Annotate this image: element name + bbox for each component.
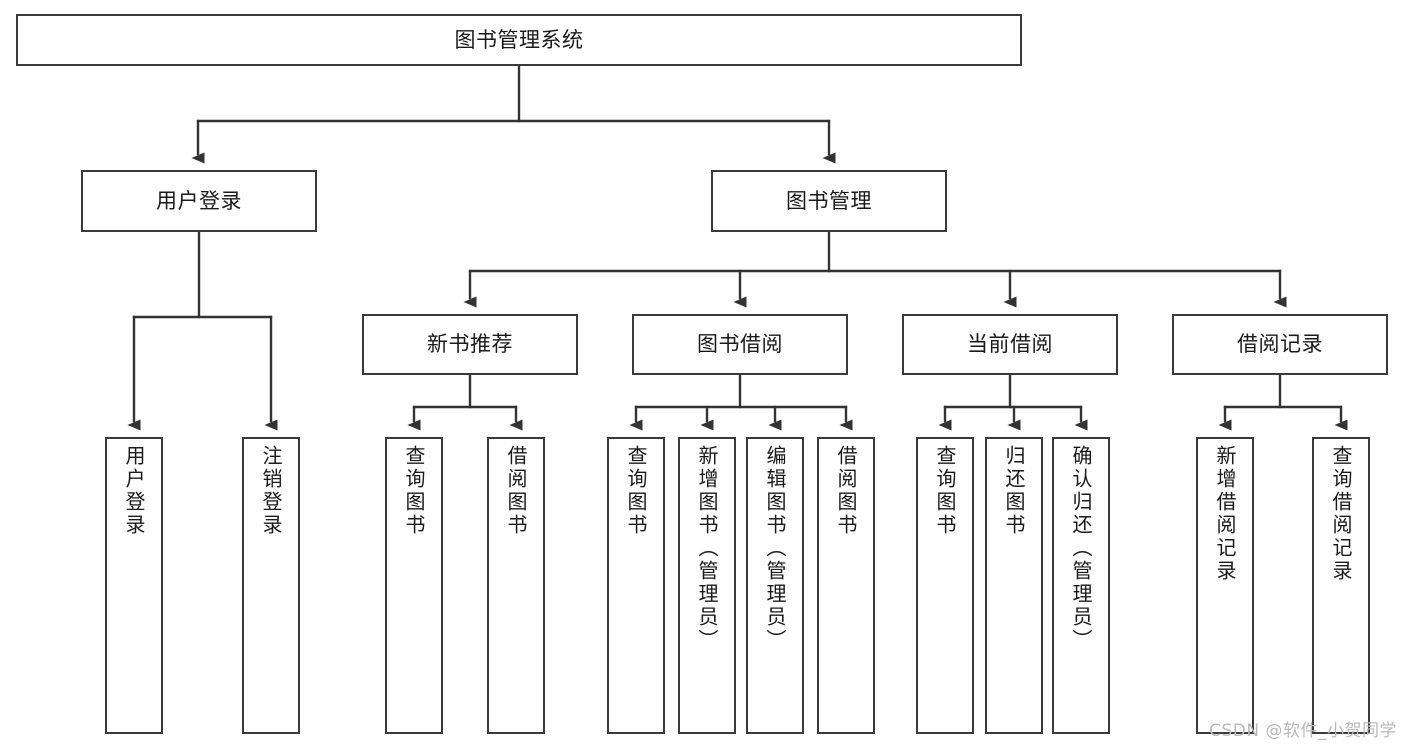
leaf-return-books-label: 归还图书 [1002, 445, 1026, 537]
node-borrow-records[interactable]: 借阅记录 [1172, 314, 1388, 375]
leaf-query-books-current-label: 查询图书 [933, 445, 957, 537]
node-book-management[interactable]: 图书管理 [711, 170, 947, 232]
node-root[interactable]: 图书管理系统 [16, 14, 1022, 66]
leaf-logout[interactable]: 注销登录 [242, 437, 300, 734]
node-new-book-recommend[interactable]: 新书推荐 [362, 314, 578, 375]
leaf-add-book-admin[interactable]: 新增图书（管理员） [678, 437, 736, 734]
leaf-query-books-recommend-label: 查询图书 [402, 445, 426, 537]
node-borrow-records-label: 借阅记录 [1237, 332, 1323, 357]
leaf-borrow-books-recommend-label: 借阅图书 [504, 445, 528, 537]
node-book-borrow-label: 图书借阅 [697, 332, 783, 357]
leaf-query-books-current[interactable]: 查询图书 [916, 437, 974, 734]
leaf-add-book-admin-label: 新增图书（管理员） [695, 445, 719, 652]
node-new-book-recommend-label: 新书推荐 [427, 332, 513, 357]
leaf-user-login[interactable]: 用户登录 [105, 437, 163, 734]
leaf-return-books[interactable]: 归还图书 [985, 437, 1043, 734]
leaf-query-borrow-record-label: 查询借阅记录 [1329, 445, 1353, 583]
node-book-management-label: 图书管理 [786, 188, 872, 213]
leaf-edit-book-admin-label: 编辑图书（管理员） [763, 445, 787, 652]
leaf-confirm-return-admin[interactable]: 确认归还（管理员） [1052, 437, 1110, 734]
leaf-borrow-books[interactable]: 借阅图书 [817, 437, 875, 734]
leaf-add-borrow-record[interactable]: 新增借阅记录 [1196, 437, 1254, 734]
leaf-user-login-label: 用户登录 [122, 445, 146, 537]
leaf-query-borrow-record[interactable]: 查询借阅记录 [1312, 437, 1370, 734]
node-user-login-label: 用户登录 [156, 188, 242, 213]
leaf-query-books-borrow[interactable]: 查询图书 [607, 437, 665, 734]
leaf-add-borrow-record-label: 新增借阅记录 [1213, 445, 1237, 583]
csdn-watermark: CSDN @软件_小贺同学 [1209, 721, 1397, 741]
leaf-query-books-recommend[interactable]: 查询图书 [385, 437, 443, 734]
node-book-borrow[interactable]: 图书借阅 [632, 314, 848, 375]
leaf-edit-book-admin[interactable]: 编辑图书（管理员） [746, 437, 804, 734]
leaf-confirm-return-admin-label: 确认归还（管理员） [1069, 445, 1093, 652]
node-current-borrow[interactable]: 当前借阅 [902, 314, 1118, 375]
leaf-logout-label: 注销登录 [259, 445, 283, 537]
node-user-login[interactable]: 用户登录 [81, 170, 317, 232]
leaf-borrow-books-label: 借阅图书 [834, 445, 858, 537]
leaf-query-books-borrow-label: 查询图书 [624, 445, 648, 537]
leaf-borrow-books-recommend[interactable]: 借阅图书 [487, 437, 545, 734]
node-current-borrow-label: 当前借阅 [967, 332, 1053, 357]
node-root-label: 图书管理系统 [454, 27, 584, 52]
